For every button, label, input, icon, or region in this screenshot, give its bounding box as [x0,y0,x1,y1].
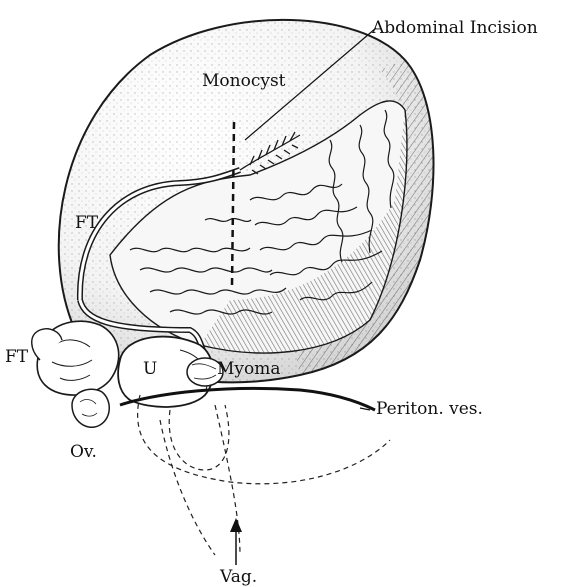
label-monocyst: Monocyst [202,71,286,91]
label-vagina: Vag. [219,567,257,587]
label-uterus: U [143,359,157,379]
label-ovary: Ov. [70,442,97,462]
label-periton-ves: Periton. ves. [376,399,483,419]
ovary [72,389,109,427]
label-myoma: Myoma [217,359,281,379]
adnexa-left [32,321,119,395]
label-ft-upper: FT [75,213,99,233]
vagina-arrow [230,518,242,565]
dashed-outlines [138,395,390,555]
label-ft-lower: FT [5,347,29,367]
label-abdominal-incision: Abdominal Incision [371,18,538,38]
